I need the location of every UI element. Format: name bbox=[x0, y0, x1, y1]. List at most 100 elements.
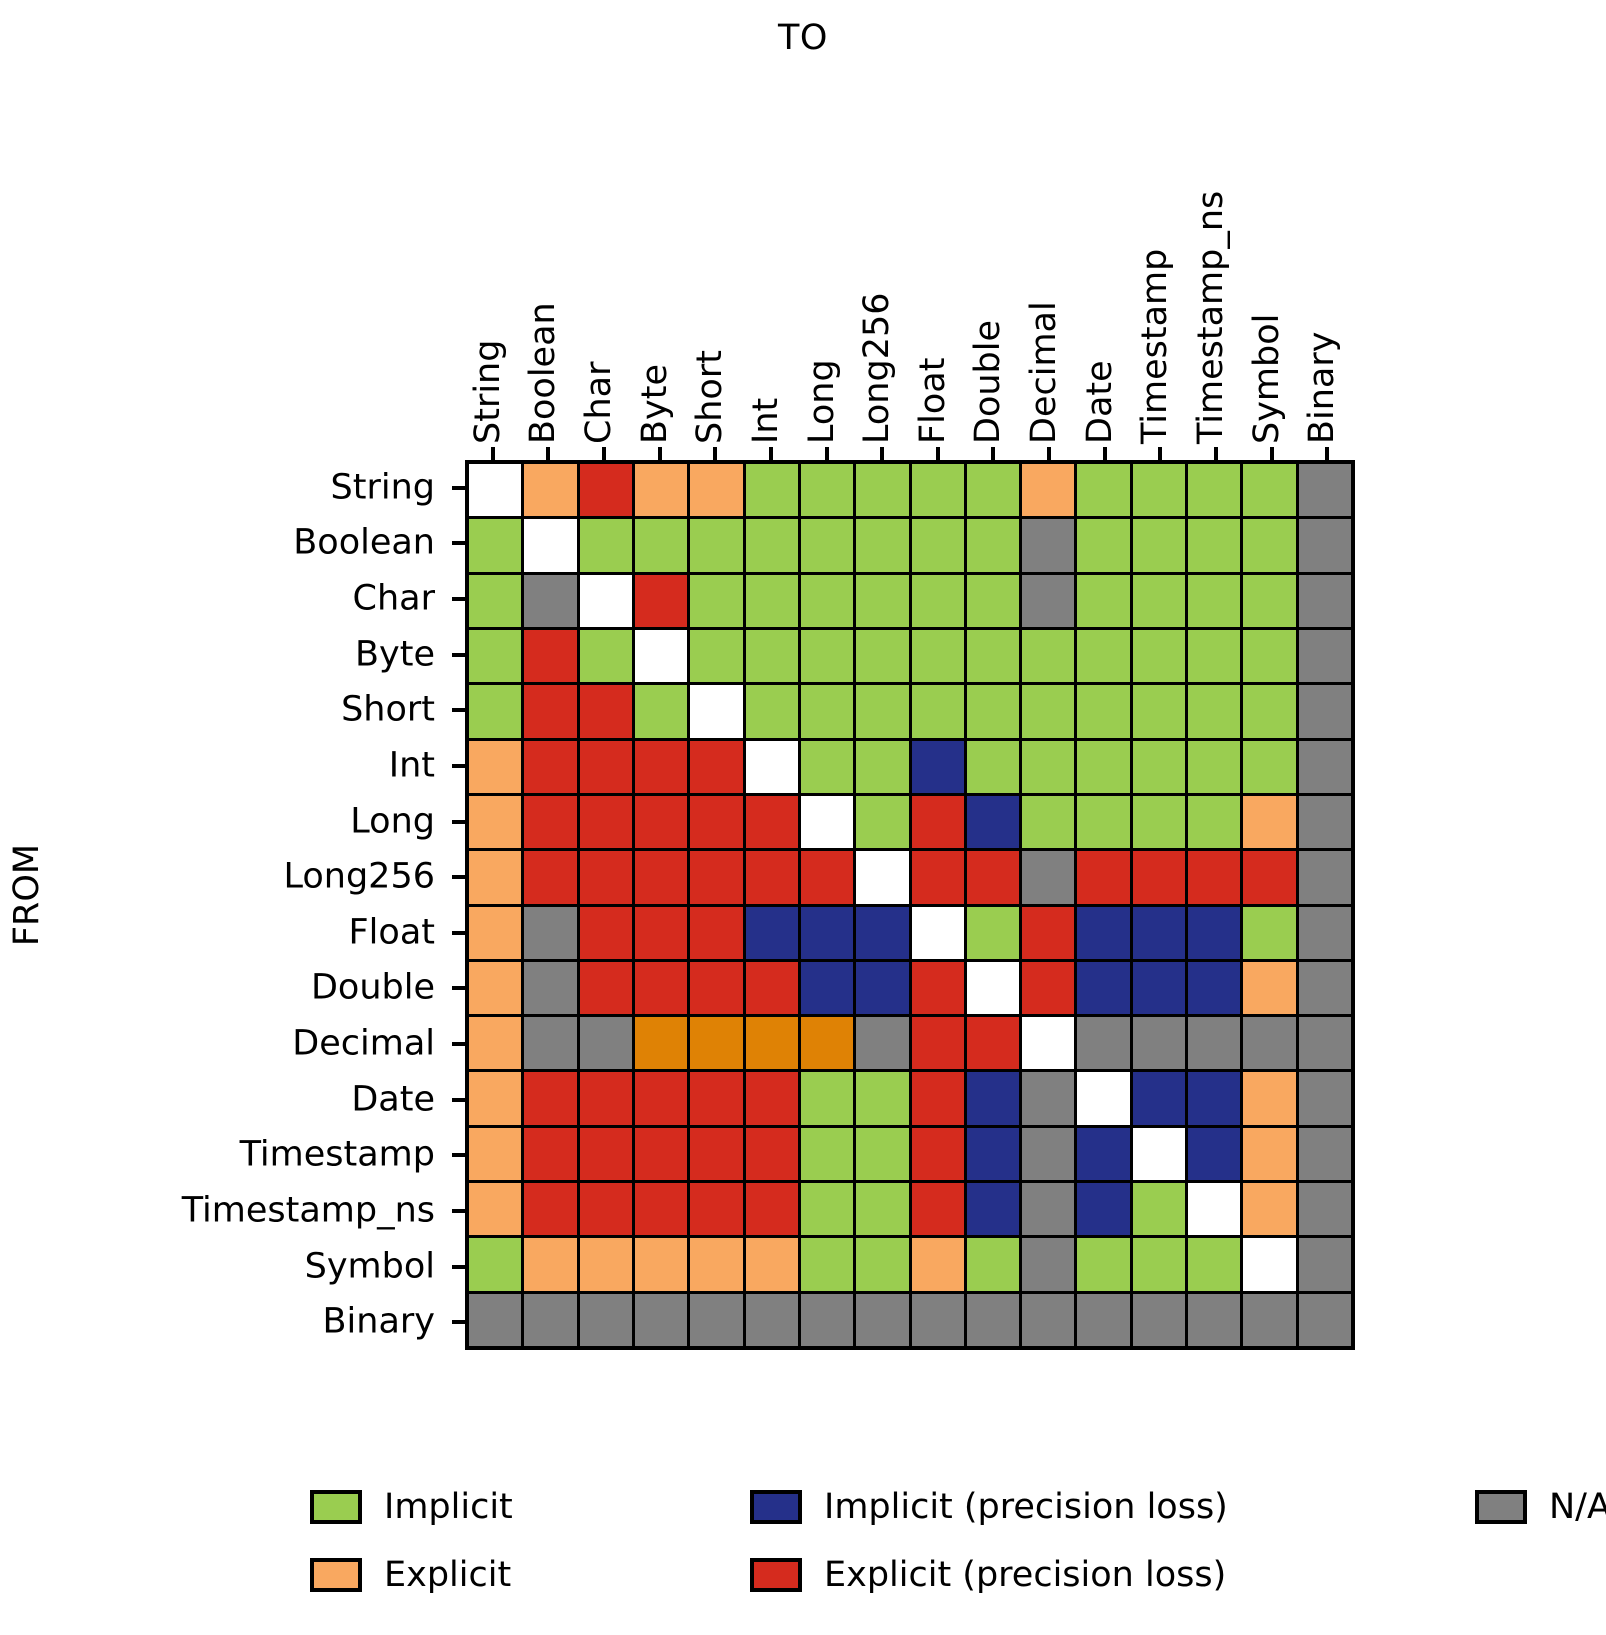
matrix-cell bbox=[634, 1017, 688, 1070]
row-tick bbox=[452, 763, 465, 768]
row-label-symbol: Symbol bbox=[304, 1246, 435, 1287]
row-tick bbox=[452, 1264, 465, 1269]
row-label-boolean: Boolean bbox=[293, 522, 435, 563]
matrix-cell bbox=[1188, 574, 1241, 627]
matrix-cell bbox=[911, 629, 964, 683]
matrix-cell bbox=[579, 1017, 632, 1070]
matrix-cell bbox=[524, 851, 577, 904]
row-tick bbox=[452, 986, 465, 991]
matrix-cell bbox=[800, 851, 854, 904]
matrix-cell bbox=[469, 851, 522, 904]
matrix-cell bbox=[1022, 1127, 1075, 1181]
matrix-cell bbox=[966, 1127, 1020, 1181]
column-tick bbox=[824, 447, 829, 460]
matrix-cell bbox=[1243, 629, 1296, 683]
matrix-cell bbox=[1132, 1183, 1186, 1236]
legend-swatch bbox=[1475, 1490, 1527, 1524]
matrix-cell bbox=[745, 1127, 798, 1181]
matrix-cell bbox=[469, 1238, 522, 1291]
matrix-cell bbox=[690, 795, 743, 849]
matrix-cell bbox=[966, 629, 1020, 683]
matrix-cell bbox=[1022, 1238, 1075, 1291]
matrix-cell bbox=[1243, 1072, 1296, 1125]
column-label-long: Long bbox=[801, 359, 842, 444]
matrix-cell bbox=[524, 574, 577, 627]
row-label-double: Double bbox=[310, 967, 435, 1008]
axis-title-to: TO bbox=[778, 18, 828, 58]
matrix-cell bbox=[690, 1238, 743, 1291]
matrix-cell bbox=[911, 906, 964, 959]
conversion-matrix-grid bbox=[469, 464, 1351, 1346]
matrix-cell bbox=[524, 906, 577, 959]
matrix-cell bbox=[524, 1293, 577, 1346]
matrix-cell bbox=[856, 519, 909, 572]
legend-label: Implicit bbox=[384, 1486, 513, 1527]
matrix-cell bbox=[1132, 1293, 1186, 1346]
matrix-cell bbox=[966, 961, 1020, 1015]
matrix-cell bbox=[634, 1293, 688, 1346]
matrix-cell bbox=[1188, 1017, 1241, 1070]
legend-label: N/A bbox=[1549, 1486, 1606, 1527]
row-label-float: Float bbox=[348, 912, 435, 953]
matrix-cell bbox=[1132, 740, 1186, 793]
matrix-cell bbox=[579, 685, 632, 738]
row-label-char: Char bbox=[352, 578, 435, 619]
matrix-cell bbox=[856, 1293, 909, 1346]
column-tick bbox=[991, 447, 996, 460]
matrix-cell bbox=[1243, 795, 1296, 849]
legend-entry: Implicit (precision loss) bbox=[750, 1485, 1228, 1529]
matrix-cell bbox=[634, 1238, 688, 1291]
matrix-cell bbox=[1132, 464, 1186, 517]
matrix-cell bbox=[690, 1127, 743, 1181]
column-label-date: Date bbox=[1079, 360, 1120, 444]
matrix-cell bbox=[1077, 1238, 1130, 1291]
matrix-cell bbox=[469, 1127, 522, 1181]
matrix-cell bbox=[1243, 851, 1296, 904]
matrix-cell bbox=[745, 961, 798, 1015]
matrix-cell bbox=[1243, 1127, 1296, 1181]
matrix-cell bbox=[690, 1293, 743, 1346]
column-label-int: Int bbox=[745, 397, 786, 444]
matrix-cell bbox=[1243, 519, 1296, 572]
matrix-cell bbox=[966, 1183, 1020, 1236]
matrix-cell bbox=[579, 1183, 632, 1236]
matrix-cell bbox=[745, 685, 798, 738]
matrix-cell bbox=[1243, 961, 1296, 1015]
matrix-cell bbox=[911, 1072, 964, 1125]
legend-swatch bbox=[310, 1490, 362, 1524]
matrix-cell bbox=[469, 1017, 522, 1070]
matrix-cell bbox=[1132, 1072, 1186, 1125]
matrix-cell bbox=[1022, 851, 1075, 904]
matrix-cell bbox=[800, 795, 854, 849]
matrix-cell bbox=[1298, 795, 1351, 849]
matrix-cell bbox=[1077, 851, 1130, 904]
matrix-cell bbox=[856, 961, 909, 1015]
row-label-short: Short bbox=[341, 689, 435, 730]
matrix-cell bbox=[1077, 574, 1130, 627]
matrix-cell bbox=[911, 851, 964, 904]
matrix-cell bbox=[1298, 1183, 1351, 1236]
matrix-cell bbox=[690, 851, 743, 904]
matrix-cell bbox=[745, 1017, 798, 1070]
matrix-cell bbox=[1243, 464, 1296, 517]
matrix-cell bbox=[1298, 574, 1351, 627]
legend-label: Explicit (precision loss) bbox=[824, 1554, 1227, 1595]
matrix-cell bbox=[469, 961, 522, 1015]
row-label-date: Date bbox=[351, 1079, 435, 1120]
row-label-binary: Binary bbox=[322, 1301, 435, 1342]
matrix-cell bbox=[634, 851, 688, 904]
matrix-cell bbox=[634, 629, 688, 683]
matrix-cell bbox=[1298, 1238, 1351, 1291]
matrix-cell bbox=[634, 906, 688, 959]
column-tick bbox=[602, 447, 607, 460]
matrix-cell bbox=[1243, 740, 1296, 793]
matrix-cell bbox=[1298, 1072, 1351, 1125]
matrix-cell bbox=[856, 795, 909, 849]
matrix-cell bbox=[524, 1238, 577, 1291]
matrix-cell bbox=[1132, 519, 1186, 572]
matrix-cell bbox=[1022, 906, 1075, 959]
matrix-cell bbox=[1243, 1293, 1296, 1346]
legend-entry: Explicit bbox=[310, 1553, 511, 1597]
matrix-cell bbox=[966, 1072, 1020, 1125]
matrix-cell bbox=[911, 464, 964, 517]
